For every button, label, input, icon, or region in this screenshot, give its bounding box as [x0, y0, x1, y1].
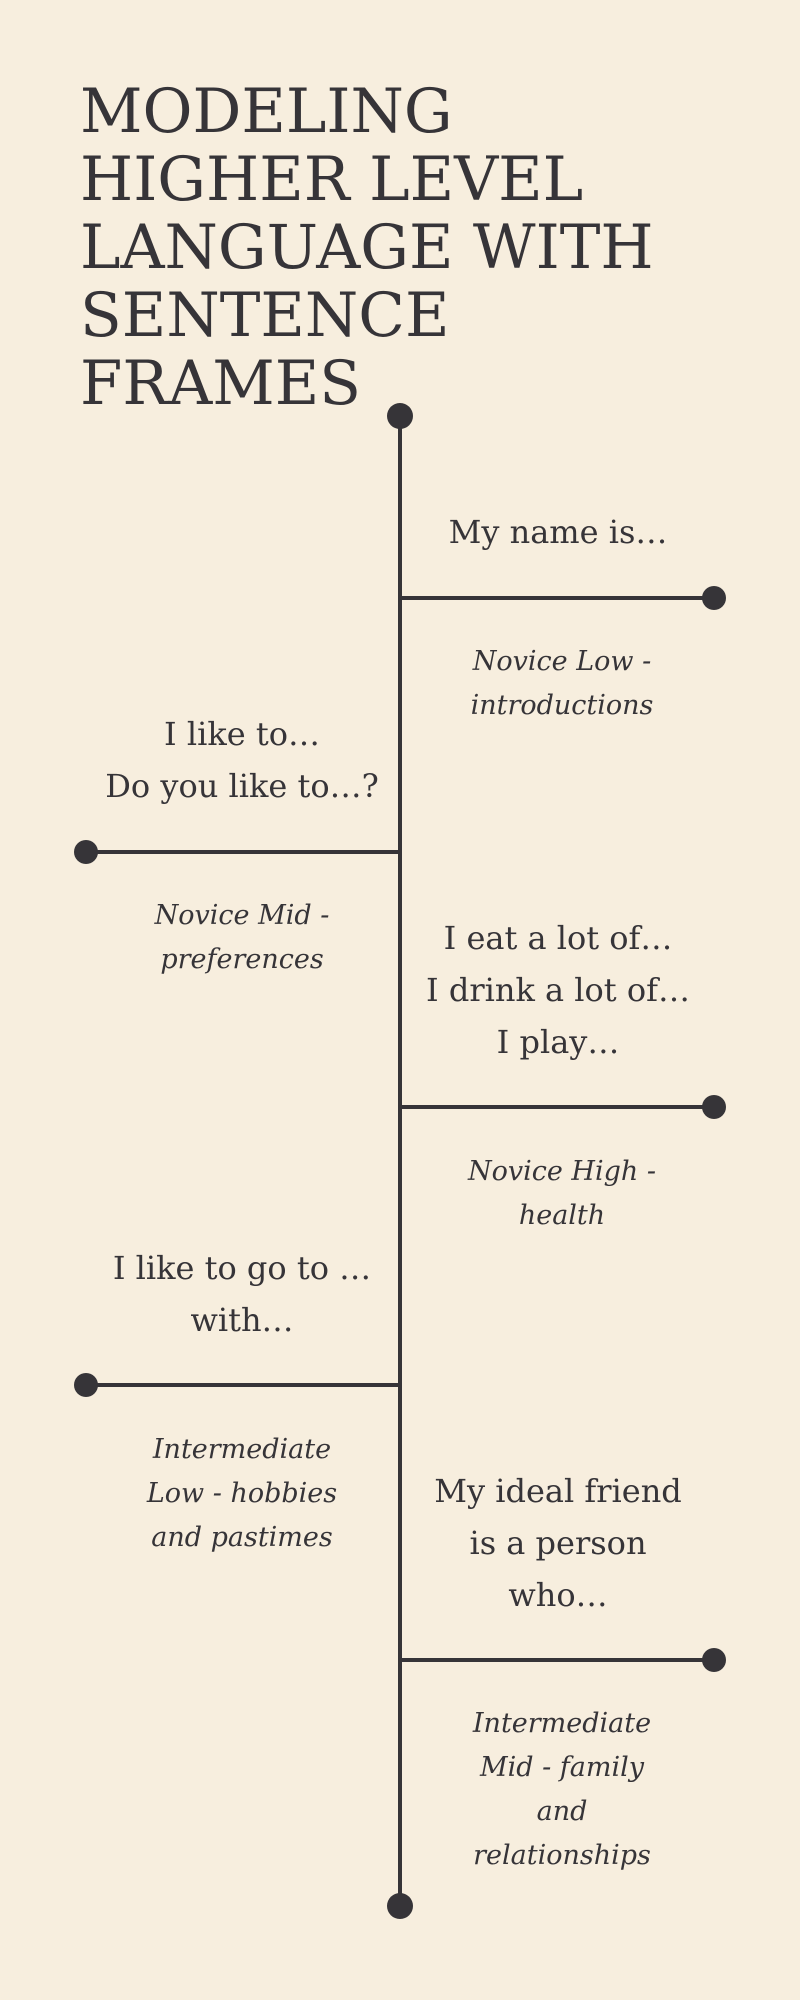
branch-dot-1	[702, 586, 726, 610]
level-label-line: Intermediate	[472, 1708, 652, 1739]
level-label-line: and	[536, 1796, 588, 1827]
level-label-line: introductions	[470, 690, 654, 721]
timeline-end-dot	[387, 1893, 413, 1919]
branch-dot-4	[74, 1373, 98, 1397]
title-line: LANGUAGE WITH	[80, 212, 654, 283]
sentence-frame-1: My name is…	[408, 506, 708, 558]
level-label-4: Intermediate Low - hobbies and pastimes	[92, 1428, 392, 1560]
title-line: MODELING	[80, 76, 453, 147]
sentence-frame-line: is a person	[469, 1524, 647, 1562]
branch-line-2	[86, 850, 400, 854]
sentence-frame-4: I like to go to … with…	[82, 1242, 402, 1346]
level-label-1: Novice Low - introductions	[412, 640, 712, 728]
level-label-line: relationships	[473, 1840, 651, 1871]
sentence-frame-line: I like to…	[164, 715, 320, 753]
sentence-frame-line: My ideal friend	[434, 1472, 682, 1510]
branch-dot-5	[702, 1648, 726, 1672]
branch-line-1	[400, 596, 712, 600]
level-label-line: preferences	[160, 944, 324, 975]
level-label-3: Novice High - health	[412, 1150, 712, 1238]
level-label-2: Novice Mid - preferences	[92, 894, 392, 982]
level-label-line: Novice Mid -	[154, 900, 330, 931]
title-line: HIGHER LEVEL	[80, 144, 584, 215]
sentence-frame-5: My ideal friend is a person who…	[408, 1465, 708, 1621]
sentence-frame-line: Do you like to…?	[105, 767, 379, 805]
title-line: SENTENCE	[80, 280, 450, 351]
sentence-frame-line: I play…	[496, 1023, 620, 1061]
branch-line-5	[400, 1658, 712, 1662]
branch-line-4	[86, 1383, 400, 1387]
sentence-frame-line: I eat a lot of…	[443, 919, 673, 957]
level-label-line: Novice High -	[467, 1156, 656, 1187]
level-label-line: health	[518, 1200, 606, 1231]
level-label-line: Novice Low -	[472, 646, 652, 677]
sentence-frame-line: with…	[190, 1301, 294, 1339]
timeline-start-dot	[387, 403, 413, 429]
timeline-spine	[398, 416, 402, 1906]
title-line: FRAMES	[80, 348, 362, 419]
branch-line-3	[400, 1105, 712, 1109]
sentence-frame-3: I eat a lot of… I drink a lot of… I play…	[408, 912, 708, 1068]
level-label-line: Low - hobbies	[146, 1478, 338, 1509]
level-label-line: Mid - family	[479, 1752, 645, 1783]
level-label-line: Intermediate	[152, 1434, 332, 1465]
sentence-frame-line: I drink a lot of…	[426, 971, 690, 1009]
page-title: MODELING HIGHER LEVEL LANGUAGE WITH SENT…	[80, 78, 720, 418]
sentence-frame-2: I like to… Do you like to…?	[82, 708, 402, 812]
sentence-frame-line: who…	[508, 1576, 608, 1614]
level-label-5: Intermediate Mid - family and relationsh…	[412, 1702, 712, 1878]
sentence-frame-line: I like to go to …	[112, 1249, 372, 1287]
branch-dot-2	[74, 840, 98, 864]
level-label-line: and pastimes	[151, 1522, 333, 1553]
branch-dot-3	[702, 1095, 726, 1119]
sentence-frame-line: My name is…	[448, 513, 668, 551]
